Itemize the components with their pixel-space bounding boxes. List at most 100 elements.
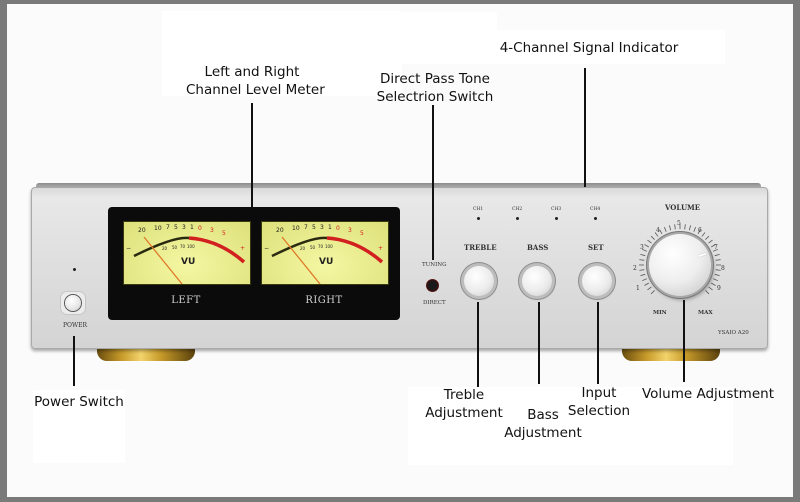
callout-input-line2: Selection <box>567 403 631 419</box>
callout-signal-indicator: 4-Channel Signal Indicator <box>496 39 682 57</box>
volume-scale-label: 4 <box>656 227 660 234</box>
vu-scale-label: 0 <box>336 225 340 232</box>
ch3-label: CH3 <box>551 207 562 212</box>
vu-scale-label: 5 <box>222 230 226 237</box>
callout-bass: Bass Adjustment <box>499 406 587 442</box>
volume-tick-mark <box>641 248 647 252</box>
volume-tick-mark <box>697 229 701 235</box>
vu-plus-label: + <box>378 245 383 252</box>
treble-knob[interactable] <box>464 266 494 296</box>
vu-scale-label: 7 <box>166 224 170 231</box>
callout-direct-pass-line2: Selectrion Switch <box>376 89 494 105</box>
power-label: POWER <box>63 322 88 329</box>
vu-scale-label: 5 <box>312 224 316 231</box>
ch4-label: CH4 <box>590 207 601 212</box>
bass-label: BASS <box>527 243 549 252</box>
label-patch <box>408 387 733 465</box>
direct-label: DIRECT <box>423 300 446 306</box>
vu-percent-label: 70 <box>318 244 324 249</box>
vu-scale-label: 0 <box>198 225 202 232</box>
leader-signal-indicator <box>584 68 586 187</box>
set-label: SET <box>588 243 604 252</box>
volume-tick-mark <box>650 235 655 240</box>
volume-scale-label: 8 <box>721 265 725 272</box>
volume-tick-mark <box>708 286 713 291</box>
volume-tick-mark <box>640 254 646 257</box>
callout-treble-line1: Treble <box>443 387 485 403</box>
volume-tick-mark <box>713 248 719 252</box>
volume-tick-mark <box>640 273 646 276</box>
callout-bass-line1: Bass <box>527 407 559 423</box>
vu-needle <box>143 236 183 285</box>
volume-tick-mark <box>644 244 650 248</box>
ch1-label: CH1 <box>473 207 484 212</box>
label-patch <box>33 390 125 463</box>
volume-tick-mark <box>710 282 716 286</box>
ch4-led <box>594 217 597 220</box>
power-button-cap <box>65 295 81 311</box>
callout-volume: Volume Adjustment <box>638 385 778 403</box>
callout-direct-pass-line1: Direct Pass Tone <box>380 71 490 87</box>
model-label: YSAIO A20 <box>718 330 749 336</box>
volume-tick-mark <box>710 244 716 248</box>
volume-tick-mark <box>714 273 720 276</box>
vu-unit-label: VU <box>319 257 333 267</box>
callout-level-meter-line1: Left and Right <box>204 64 300 80</box>
leader-level-meter <box>251 103 253 207</box>
vu-scale-label: 10 <box>292 225 300 232</box>
volume-tick-mark <box>669 225 672 231</box>
volume-scale-label: 5 <box>677 220 681 227</box>
callout-signal-indicator-line1: 4-Channel Signal Indicator <box>499 40 679 56</box>
direct-pass-switch[interactable] <box>426 279 439 292</box>
right-meter-label: RIGHT <box>305 295 343 306</box>
treble-label: TREBLE <box>464 243 497 252</box>
left-vu-meter: 20 10 7 5 3 1 0 3 5 − + 20 50 70 100 VU <box>123 221 251 285</box>
volume-scale-label: 9 <box>717 285 721 292</box>
vu-percent-label: 70 <box>180 244 186 249</box>
vu-percent-label: 50 <box>310 245 316 250</box>
set-knob[interactable] <box>582 266 612 296</box>
label-patch <box>497 30 725 64</box>
volume-knob[interactable] <box>649 234 711 296</box>
vu-percent-label: 20 <box>162 246 168 251</box>
vu-scale-label: 3 <box>348 227 352 234</box>
vu-minus-label: − <box>126 245 131 252</box>
volume-tick-mark <box>644 282 650 286</box>
volume-tick-mark <box>647 286 652 291</box>
volume-tick-mark <box>713 278 719 282</box>
volume-tick-mark <box>650 290 655 295</box>
amplifier-top-edge <box>36 183 761 189</box>
vu-plus-label: + <box>240 245 245 252</box>
volume-tick-mark <box>663 226 667 232</box>
volume-tick-mark <box>705 235 710 240</box>
label-patch <box>162 11 402 96</box>
bass-knob[interactable] <box>522 266 552 296</box>
volume-tick-mark <box>715 269 721 271</box>
volume-tick-mark <box>705 290 710 295</box>
volume-min-label: MIN <box>653 310 667 316</box>
callout-level-meter-line2: Channel Level Meter <box>186 82 325 98</box>
vu-scale-label: 1 <box>328 224 332 231</box>
vu-scale-label: 20 <box>276 227 284 234</box>
vu-scale-label: 5 <box>174 224 178 231</box>
volume-scale: 1 2 3 4 5 6 7 8 9 MIN MAX <box>633 220 725 316</box>
left-meter-label: LEFT <box>171 295 201 306</box>
power-button[interactable] <box>61 292 85 314</box>
callout-power-line1: Power Switch <box>34 394 124 410</box>
volume-tick-mark <box>639 259 645 261</box>
vu-scale-label: 7 <box>304 224 308 231</box>
vu-scale-label: 3 <box>320 224 324 231</box>
callout-bass-line2: Adjustment <box>504 425 582 441</box>
volume-tick-mark <box>647 239 652 244</box>
vu-scale-label: 3 <box>182 224 186 231</box>
callout-treble-line2: Adjustment <box>425 405 503 421</box>
right-vu-meter: 20 10 7 5 3 1 0 3 5 − + 20 50 70 100 VU <box>261 221 389 285</box>
right-vu-scale: 20 10 7 5 3 1 0 3 5 − + 20 50 70 100 VU <box>264 224 384 285</box>
power-indicator-led <box>73 268 76 271</box>
tuning-label: TUNING <box>422 262 447 268</box>
label-patch <box>400 12 497 64</box>
leader-volume <box>683 300 685 382</box>
vu-scale-label: 1 <box>190 224 194 231</box>
volume-tick-mark <box>693 226 697 232</box>
ch2-label: CH2 <box>512 207 523 212</box>
